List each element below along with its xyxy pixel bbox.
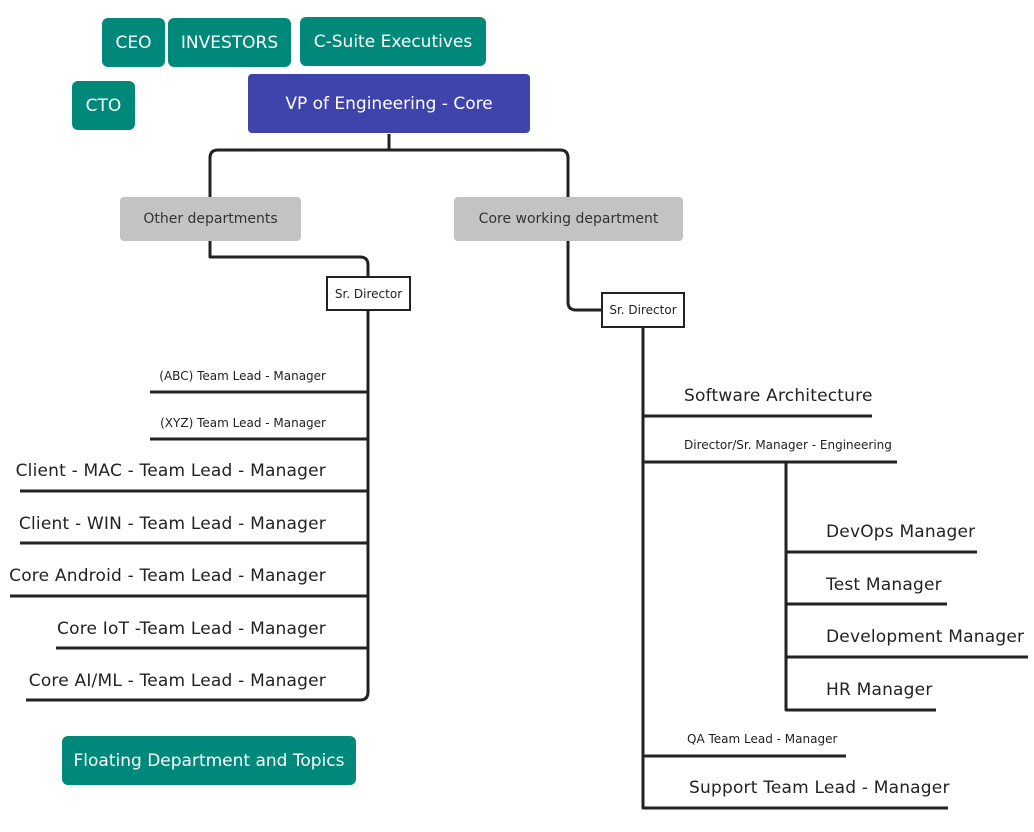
right-spine (641, 327, 948, 810)
left-dept-connector (208, 240, 370, 276)
left-item-xyz[interactable]: (XYZ) Team Lead - Manager (160, 416, 326, 430)
left-item-iot[interactable]: Core IoT -Team Lead - Manager (57, 619, 326, 639)
test-manager-item[interactable]: Test Manager (826, 575, 942, 595)
other-departments-node[interactable]: Other departments (120, 197, 301, 241)
cto-box[interactable]: CTO (72, 81, 135, 130)
support-lead-item[interactable]: Support Team Lead - Manager (689, 778, 950, 798)
engineering-director-item[interactable]: Director/Sr. Manager - Engineering (684, 438, 892, 452)
left-director-node[interactable]: Sr. Director (326, 276, 411, 311)
right-dept-connector (566, 240, 602, 312)
csuite-box[interactable]: C-Suite Executives (300, 17, 486, 66)
software-architecture-item[interactable]: Software Architecture (684, 386, 873, 406)
investors-box[interactable]: INVESTORS (168, 18, 291, 67)
left-spine (26, 310, 370, 702)
development-manager-item[interactable]: Development Manager (826, 627, 1025, 647)
left-item-android[interactable]: Core Android - Team Lead - Manager (9, 566, 326, 586)
root-node[interactable]: VP of Engineering - Core (248, 74, 530, 133)
left-item-win[interactable]: Client - WIN - Team Lead - Manager (18, 514, 326, 534)
left-item-abc[interactable]: (ABC) Team Lead - Manager (159, 369, 326, 383)
qa-lead-item[interactable]: QA Team Lead - Manager (687, 732, 838, 746)
root-connector (208, 134, 570, 198)
devops-manager-item[interactable]: DevOps Manager (826, 522, 976, 542)
ceo-box[interactable]: CEO (102, 18, 165, 67)
hr-manager-item[interactable]: HR Manager (826, 680, 933, 700)
left-item-aiml[interactable]: Core AI/ML - Team Lead - Manager (28, 671, 326, 691)
floating-topic-box[interactable]: Floating Department and Topics (62, 736, 356, 785)
left-item-mac[interactable]: Client - MAC - Team Lead - Manager (15, 461, 326, 481)
right-director-node[interactable]: Sr. Director (601, 292, 685, 328)
manager-spine (784, 462, 936, 712)
core-department-node[interactable]: Core working department (454, 197, 683, 241)
